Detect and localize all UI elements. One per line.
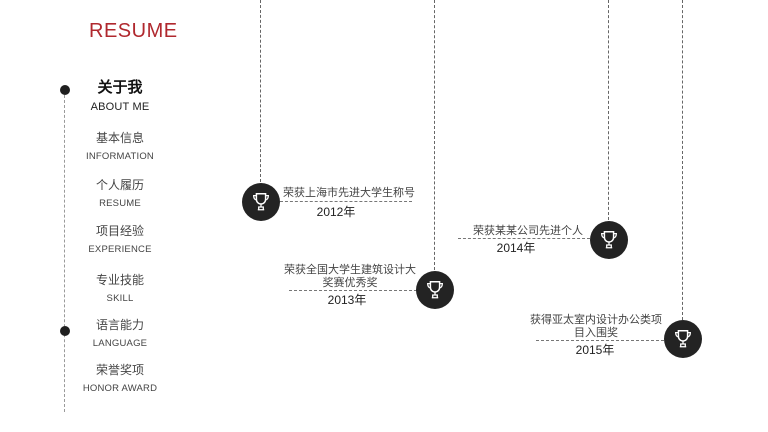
nav-timeline-line bbox=[64, 90, 65, 412]
award-connector bbox=[458, 238, 590, 239]
nav-item-sublabel: SKILL bbox=[106, 293, 134, 304]
nav-dot bbox=[60, 326, 70, 336]
timeline-line-2015 bbox=[682, 0, 683, 320]
nav-item-resume[interactable]: 个人履历 RESUME bbox=[78, 177, 162, 211]
trophy-icon bbox=[416, 271, 454, 309]
nav-item-about-me[interactable]: 关于我 ABOUT ME bbox=[78, 79, 162, 114]
nav-item-skill[interactable]: 专业技能 SKILL bbox=[78, 272, 162, 306]
timeline-line-2013 bbox=[434, 0, 435, 270]
nav-item-label: 基本信息 bbox=[95, 131, 144, 145]
award-year: 2015年 bbox=[575, 343, 615, 357]
nav-item-label: 关于我 bbox=[97, 79, 143, 96]
award-text: 荣获某某公司先进个人 bbox=[473, 225, 583, 237]
trophy-icon bbox=[590, 221, 628, 259]
timeline-line-2012 bbox=[260, 0, 261, 182]
nav-item-sublabel: EXPERIENCE bbox=[88, 244, 152, 255]
nav-item-information[interactable]: 基本信息 INFORMATION bbox=[78, 130, 162, 164]
nav-dot-active bbox=[60, 85, 70, 95]
award-text-line1: 获得亚太室内设计办公类项 bbox=[530, 314, 662, 326]
nav-item-sublabel: INFORMATION bbox=[86, 151, 154, 162]
award-year: 2014年 bbox=[496, 241, 536, 255]
award-connector bbox=[280, 201, 412, 202]
nav-item-language[interactable]: 语言能力 LANGUAGE bbox=[78, 317, 162, 351]
nav-item-label: 专业技能 bbox=[95, 273, 144, 287]
award-text-line2: 目入围奖 bbox=[574, 327, 618, 339]
award-connector bbox=[289, 290, 417, 291]
nav-item-sublabel: RESUME bbox=[99, 198, 141, 209]
nav-item-sublabel: ABOUT ME bbox=[90, 101, 150, 113]
award-text: 荣获上海市先进大学生称号 bbox=[283, 187, 415, 199]
award-year: 2012年 bbox=[316, 205, 356, 219]
award-connector bbox=[536, 340, 664, 341]
nav-item-sublabel: HONOR AWARD bbox=[82, 383, 158, 394]
award-year: 2013年 bbox=[327, 293, 367, 307]
nav-item-label: 荣誉奖项 bbox=[95, 363, 144, 377]
nav-item-experience[interactable]: 项目经验 EXPERIENCE bbox=[78, 223, 162, 257]
nav-item-label: 项目经验 bbox=[95, 224, 144, 238]
award-text-line2: 奖赛优秀奖 bbox=[322, 277, 378, 289]
trophy-icon bbox=[664, 320, 702, 358]
nav-item-honor-award[interactable]: 荣誉奖项 HONOR AWARD bbox=[78, 362, 162, 396]
nav-item-label: 个人履历 bbox=[95, 178, 144, 192]
trophy-icon bbox=[242, 183, 280, 221]
nav-item-label: 语言能力 bbox=[95, 318, 144, 332]
award-text-line1: 荣获全国大学生建筑设计大 bbox=[284, 264, 416, 276]
timeline-line-2014 bbox=[608, 0, 609, 220]
resume-title: RESUME bbox=[89, 20, 178, 42]
nav-item-sublabel: LANGUAGE bbox=[92, 338, 148, 349]
